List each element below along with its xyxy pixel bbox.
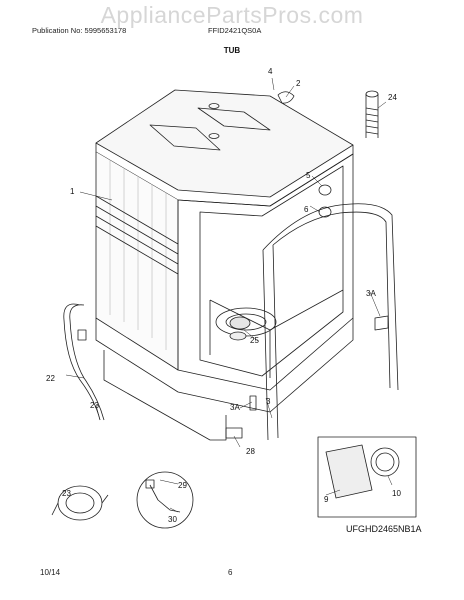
callout-24: 24 [388, 93, 397, 102]
tub-side-panel [95, 152, 179, 371]
callout-23-hose: 23 [90, 401, 99, 410]
callout-1: 1 [70, 187, 75, 196]
callout-2: 2 [296, 79, 301, 88]
callout-3a-bottom: 3A [230, 403, 240, 412]
model-number: FFID2421QS0A [208, 26, 262, 35]
callout-22: 22 [46, 374, 55, 383]
callout-23-detail: 23 [62, 489, 71, 498]
callout-9: 9 [324, 495, 329, 504]
footer-page: 6 [228, 568, 233, 577]
callout-5: 5 [306, 171, 311, 180]
detail-box [317, 436, 417, 518]
callout-25: 25 [250, 336, 259, 345]
callout-3a-top: 3A [366, 289, 376, 298]
watermark: AppliancePartsPros.com [100, 2, 364, 28]
diagram-title: TUB [223, 46, 241, 55]
callout-29: 29 [178, 481, 187, 490]
publication-number: Publication No: 5995653178 [32, 26, 127, 35]
callout-6: 6 [304, 205, 309, 214]
callout-10: 10 [392, 489, 401, 498]
callout-28: 28 [246, 447, 255, 456]
callout-30: 30 [168, 515, 177, 524]
diagram-code: UFGHD2465NB1A [346, 524, 422, 534]
callout-4: 4 [268, 67, 273, 76]
drain-hose [63, 303, 105, 421]
detail-callout-circle [136, 471, 194, 529]
door-gasket [262, 203, 399, 441]
callout-3: 3 [266, 397, 271, 406]
footer-date: 10/14 [40, 568, 61, 577]
